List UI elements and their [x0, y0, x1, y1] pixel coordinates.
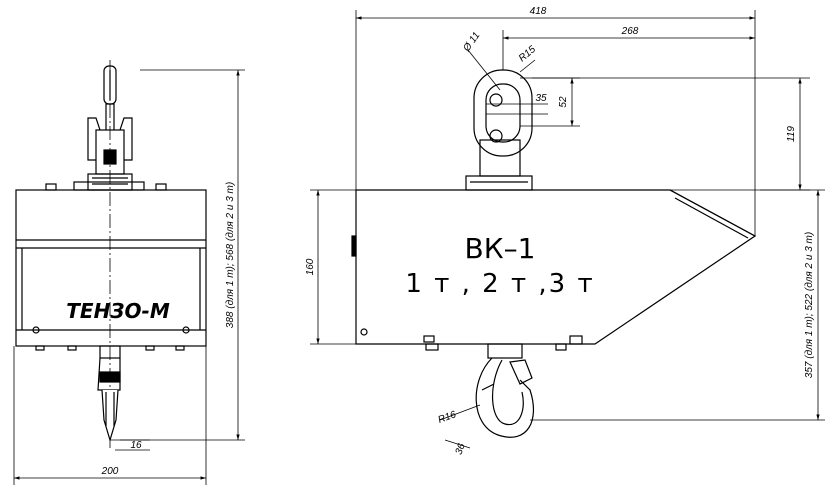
dim-front-width: 200	[101, 466, 119, 477]
side-hook-icon	[475, 343, 534, 438]
front-body	[15, 183, 207, 351]
front-view	[15, 60, 207, 450]
dim-body-height: 160	[305, 258, 316, 275]
dim-hook-width: 36	[454, 442, 468, 457]
front-dims	[13, 69, 245, 485]
dim-top-to-body: 119	[786, 126, 797, 142]
model-name: ВК–1	[465, 232, 536, 265]
handle-icon	[73, 65, 145, 191]
dim-ring-inner: 35	[535, 93, 547, 104]
side-view	[351, 69, 757, 438]
dim-total-height: 357 (для 1 т); 522 (для 2 и 3 т)	[804, 232, 815, 378]
dim-right-width: 268	[621, 26, 639, 37]
front-label: ТЕНЗО-М	[66, 299, 170, 323]
shackle-icon	[465, 69, 533, 191]
capacity-label: 1 т , 2 т ,3 т	[405, 269, 594, 299]
dim-ring-radius: R15	[517, 44, 538, 65]
dim-hook-radius: R16	[437, 409, 458, 426]
side-dims	[310, 10, 825, 449]
dim-front-height: 388 (для 1 т); 568 (для 2 и 3 т)	[225, 182, 236, 328]
front-hook-icon	[97, 345, 121, 443]
dim-ring-height: 52	[558, 96, 569, 108]
dim-total-width: 418	[530, 6, 547, 17]
dim-ring-diameter: Ø 11	[461, 30, 483, 54]
dim-front-hook: 16	[130, 440, 142, 451]
